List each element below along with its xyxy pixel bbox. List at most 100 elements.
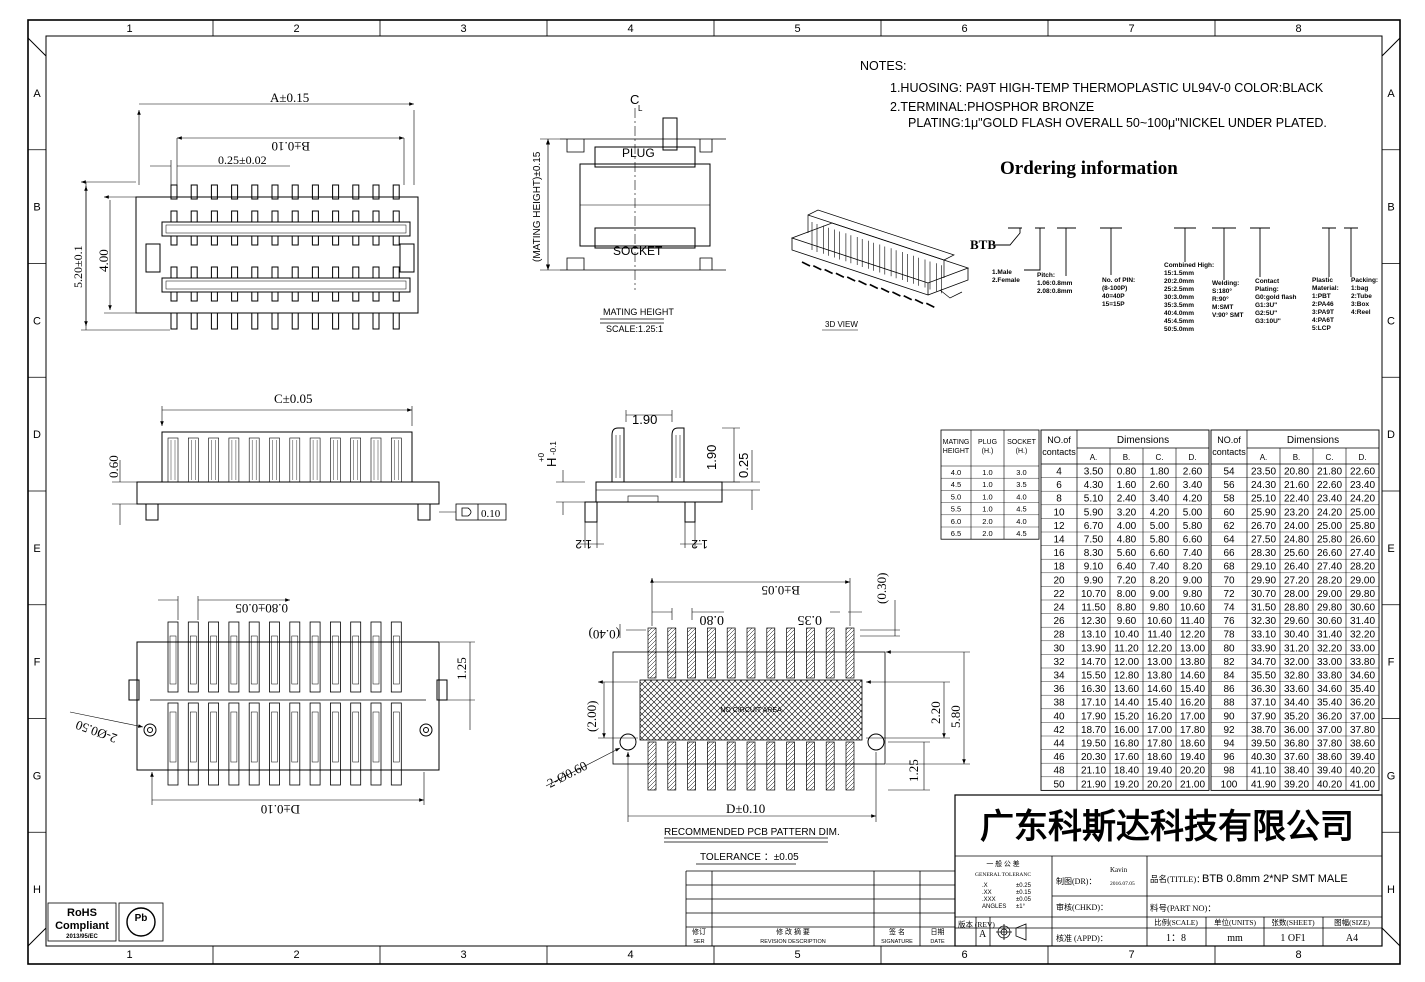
dim-table-cell: 30.60 bbox=[1350, 603, 1375, 614]
dim-table-cell: 33.90 bbox=[1251, 643, 1276, 654]
title-label: 品名(TITLE)： bbox=[1150, 874, 1205, 884]
sheet-label: 张数(SHEET) bbox=[1271, 917, 1315, 927]
dim-table-cell: 39.50 bbox=[1251, 739, 1276, 750]
dim-table-cell: 35.40 bbox=[1350, 684, 1375, 695]
dim-table-cell: 22.60 bbox=[1350, 467, 1375, 478]
dim-table-cell: 17.80 bbox=[1180, 725, 1205, 736]
tolerance-key: ANGLES bbox=[982, 904, 1006, 910]
dim-table-cell: 28.00 bbox=[1284, 589, 1309, 600]
dim-table-cell: 25.10 bbox=[1251, 494, 1276, 505]
dim-table-cell: 21.10 bbox=[1081, 766, 1106, 777]
dim-table-group: Dimensions bbox=[1287, 435, 1339, 446]
dim-table-cell: 56 bbox=[1223, 480, 1235, 491]
dim-table-cell: 6.60 bbox=[1150, 548, 1170, 559]
dim-table-cell: 38 bbox=[1053, 698, 1065, 709]
grid-col-label: 6 bbox=[961, 949, 967, 961]
dim-table-cell: 32.30 bbox=[1251, 616, 1276, 627]
ordering-option: Packing: bbox=[1351, 277, 1378, 284]
dim-table-cell: 9.00 bbox=[1150, 589, 1170, 600]
end-h2-dim: 0.25 bbox=[736, 453, 751, 478]
drawn-label: 制图(DR)： bbox=[1056, 876, 1096, 886]
dim-table-cell: 37.80 bbox=[1350, 725, 1375, 736]
end-width-dim: 1.90 bbox=[632, 412, 657, 427]
dim-table-cell: 54 bbox=[1223, 467, 1235, 478]
dim-table-cell: 17.10 bbox=[1081, 698, 1106, 709]
dim-table-cell: 29.80 bbox=[1350, 589, 1375, 600]
height-table-cell: 4.0 bbox=[1016, 492, 1026, 501]
dim-table-cell: 12.00 bbox=[1114, 657, 1139, 668]
dim-table-cell: 39.20 bbox=[1284, 779, 1309, 790]
height-table-cell: 4.0 bbox=[951, 468, 961, 477]
dim-table-cell: 39.40 bbox=[1317, 766, 1342, 777]
dim-table-cell: 9.80 bbox=[1183, 589, 1203, 600]
dim-table-cell: 34.70 bbox=[1251, 657, 1276, 668]
height-table-cell: 6.5 bbox=[951, 529, 961, 538]
dim-table-cell: 24 bbox=[1053, 603, 1065, 614]
dim-table-cell: 36 bbox=[1053, 684, 1065, 695]
dim-table-cell: 24.30 bbox=[1251, 480, 1276, 491]
ordering-option: 30:3.0mm bbox=[1164, 294, 1194, 301]
projection-symbol-icon bbox=[996, 923, 1027, 941]
dim-d: D±0.10 bbox=[261, 802, 300, 817]
grid-row-label: F bbox=[1388, 657, 1395, 669]
dim-table-cell: 13.00 bbox=[1147, 657, 1172, 668]
pcb-dim-left: (0.40) bbox=[589, 627, 620, 642]
height-table-cell: 1.0 bbox=[982, 480, 992, 489]
dim-table-cell: 7.20 bbox=[1117, 575, 1137, 586]
ordering-option: 1.Male bbox=[992, 269, 1012, 276]
dim-side-height: 0.60 bbox=[106, 455, 121, 478]
dim-table-cell: 50 bbox=[1053, 779, 1065, 790]
grid-col-label: 8 bbox=[1295, 23, 1301, 35]
size-value: A4 bbox=[1346, 933, 1358, 944]
grid-col-label: 4 bbox=[627, 23, 633, 35]
dim-a: A±0.15 bbox=[270, 90, 309, 105]
grid-col-label: 3 bbox=[460, 23, 466, 35]
pcb-dim-200: (2.00) bbox=[584, 701, 599, 732]
dim-table-cell: 33.60 bbox=[1284, 684, 1309, 695]
tolerance-value: ±0.25 bbox=[1016, 883, 1032, 889]
bottom-view: 0.80±0.05D±0.102-Ø0.501.25 bbox=[69, 596, 475, 817]
height-table-header: PLUG bbox=[978, 439, 997, 446]
dim-table-cell: 15.20 bbox=[1114, 711, 1139, 722]
dim-bottom-height: 1.25 bbox=[454, 657, 469, 680]
dim-table-cell: 38.40 bbox=[1284, 766, 1309, 777]
socket-label: SOCKET bbox=[613, 244, 663, 258]
scale-value: 1：8 bbox=[1166, 933, 1186, 944]
dim-table-cell: 76 bbox=[1223, 616, 1235, 627]
dim-table-cell: 33.00 bbox=[1350, 643, 1375, 654]
dim-table-cell: 4.30 bbox=[1084, 480, 1104, 491]
dim-table-cell: 31.50 bbox=[1251, 603, 1276, 614]
tolerance-value: ±0.05 bbox=[1016, 897, 1032, 903]
dim-table-cell: 40.20 bbox=[1350, 766, 1375, 777]
dim-table-cell: 34.60 bbox=[1350, 671, 1375, 682]
pcb-dim-b: B±0.05 bbox=[761, 583, 800, 598]
dim-table-cell: 13.60 bbox=[1114, 684, 1139, 695]
ordering-option: 1:PBT bbox=[1312, 293, 1331, 300]
dim-table-cell: 24.80 bbox=[1284, 535, 1309, 546]
dim-table-cell: 32.00 bbox=[1284, 657, 1309, 668]
ordering-option: 5:LCP bbox=[1312, 325, 1331, 332]
dim-table-cell: 15.50 bbox=[1081, 671, 1106, 682]
dim-table-cell: 17.80 bbox=[1147, 739, 1172, 750]
dim-table-cell: 8.00 bbox=[1117, 589, 1137, 600]
dim-table-cell: 3.40 bbox=[1183, 480, 1203, 491]
revision-col-en: SIGNATURE bbox=[881, 939, 913, 945]
dim-table-cell: 29.00 bbox=[1317, 589, 1342, 600]
dim-table-cell: 37.00 bbox=[1317, 725, 1342, 736]
dim-table-cell: 14.60 bbox=[1147, 684, 1172, 695]
revision-col-cn: 签 名 bbox=[889, 927, 905, 936]
height-table-cell: 3.5 bbox=[1016, 480, 1026, 489]
dim-table-cell: 35.40 bbox=[1317, 698, 1342, 709]
ordering-option: S:180° bbox=[1212, 287, 1232, 295]
ordering-option: 20:2.0mm bbox=[1164, 278, 1194, 285]
dim-table-cell: 6 bbox=[1056, 480, 1062, 491]
dim-table-cell: 72 bbox=[1223, 589, 1235, 600]
dim-table-col: D. bbox=[1189, 453, 1197, 462]
dim-table-cell: 29.10 bbox=[1251, 562, 1276, 573]
dim-table-cell: 25.90 bbox=[1251, 507, 1276, 518]
dim-table-cell: 86 bbox=[1223, 684, 1235, 695]
dim-table-cell: 88 bbox=[1223, 698, 1235, 709]
grid-row-label: G bbox=[33, 770, 42, 782]
